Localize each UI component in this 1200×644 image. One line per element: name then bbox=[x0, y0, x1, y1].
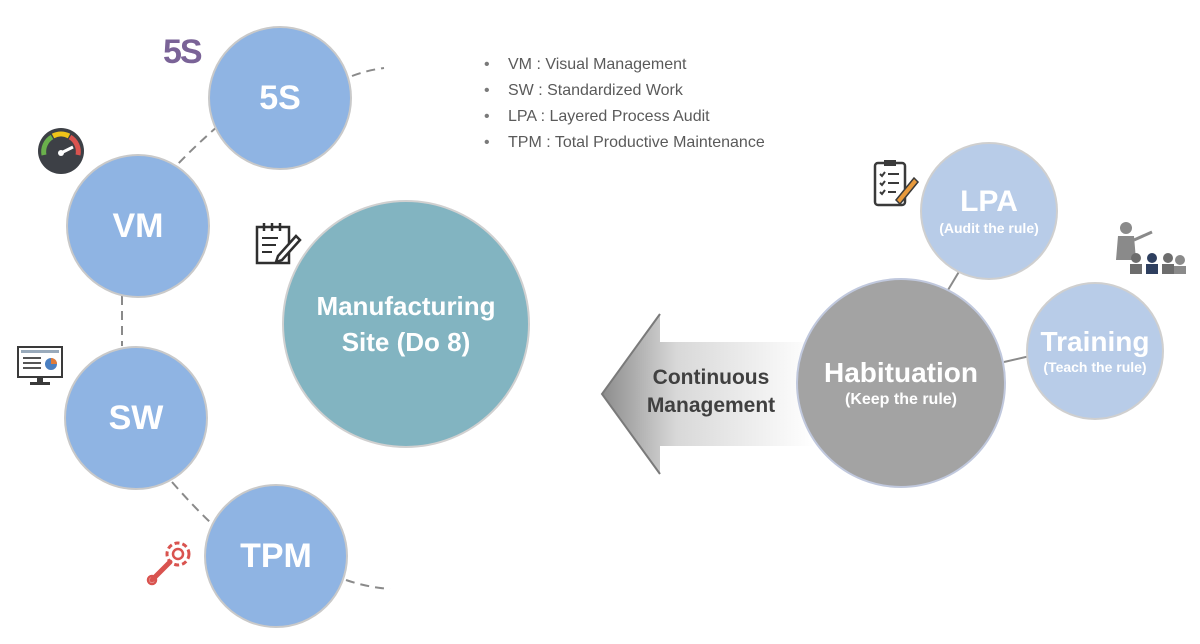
five-s-label: 5S bbox=[259, 78, 301, 117]
legend-item: •TPM : Total Productive Maintenance bbox=[484, 130, 765, 156]
vm-label: VM bbox=[112, 206, 164, 245]
tpm-label: TPM bbox=[240, 536, 312, 575]
legend-text: VM : Visual Management bbox=[508, 56, 687, 73]
habituation-circle: Habituation (Keep the rule) bbox=[796, 278, 1006, 488]
training-subtitle: (Teach the rule) bbox=[1043, 359, 1147, 375]
gauge-icon bbox=[38, 128, 84, 174]
legend-item: •LPA : Layered Process Audit bbox=[484, 104, 765, 130]
teacher-icon bbox=[1116, 222, 1186, 274]
arrow-label-line1: Continuous bbox=[652, 366, 770, 389]
site-label-line2: Site (Do 8) bbox=[341, 327, 471, 357]
arrow-label-line2: Management bbox=[646, 394, 776, 417]
wrench-gear-icon bbox=[146, 541, 191, 586]
lpa-circle: LPA (Audit the rule) bbox=[920, 142, 1058, 280]
lpa-subtitle: (Audit the rule) bbox=[939, 220, 1039, 236]
site-label-line1: Manufacturing bbox=[316, 291, 496, 321]
five-s-node: 5S bbox=[208, 26, 352, 170]
habituation-title: Habituation bbox=[824, 357, 978, 388]
habituation-subtitle: (Keep the rule) bbox=[844, 391, 957, 408]
vm-node: VM bbox=[66, 154, 210, 298]
arrow-label: Continuous Management bbox=[626, 364, 796, 420]
training-title: Training bbox=[1040, 326, 1150, 357]
lpa-title: LPA bbox=[960, 185, 1018, 218]
continuous-management-arrow bbox=[600, 313, 814, 475]
sw-node: SW bbox=[64, 346, 208, 490]
legend-item: •VM : Visual Management bbox=[484, 52, 765, 78]
legend-text: LPA : Layered Process Audit bbox=[508, 108, 710, 125]
sw-label: SW bbox=[108, 398, 164, 437]
legend-item: •SW : Standardized Work bbox=[484, 78, 765, 104]
tpm-node: TPM bbox=[204, 484, 348, 628]
notepad-icon bbox=[255, 223, 302, 265]
monitor-icon bbox=[17, 346, 63, 385]
training-circle: Training (Teach the rule) bbox=[1026, 282, 1164, 420]
legend-text: TPM : Total Productive Maintenance bbox=[508, 134, 765, 151]
five-s-badge: 5S bbox=[163, 33, 203, 71]
legend-text: SW : Standardized Work bbox=[508, 82, 683, 99]
checklist-icon bbox=[873, 160, 920, 207]
manufacturing-site-circle: Manufacturing Site (Do 8) bbox=[282, 200, 530, 448]
abbreviation-legend: •VM : Visual Management •SW : Standardiz… bbox=[484, 52, 765, 156]
